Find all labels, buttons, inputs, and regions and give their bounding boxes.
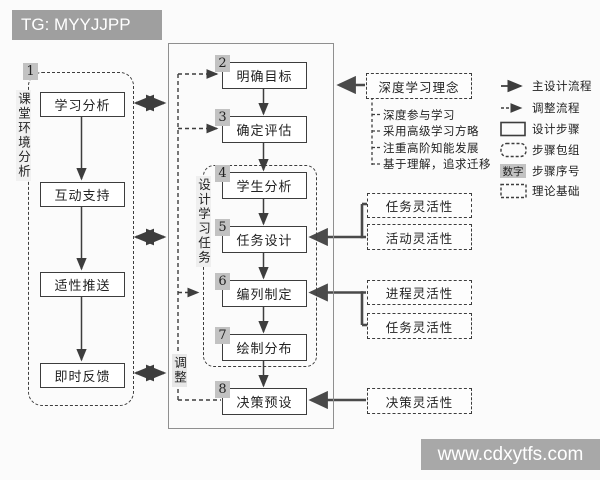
step-badge-1: 1: [23, 63, 38, 80]
step-badge-4: 4: [215, 165, 230, 182]
legend-main-flow-label: 主设计流程: [532, 79, 592, 93]
theory-item: 基于理解，追求迁移: [383, 157, 491, 171]
box-interaction-support: 互动支持: [40, 182, 125, 207]
flexibility-connectors: [308, 202, 367, 410]
box-draw-distribution: 绘制分布: [222, 334, 307, 361]
box-learning-analysis: 学习分析: [40, 92, 125, 117]
box-sequence-planning: 编列制定: [222, 280, 307, 307]
box-clarify-goals: 明确目标: [222, 62, 307, 89]
anno-task-flexibility-2: 任务灵活性: [367, 313, 472, 339]
legend-step-number-label: 步骤序号: [532, 164, 580, 178]
legend-icons: [500, 79, 527, 199]
dashed-rounded-rect-icon: [500, 142, 527, 158]
theory-item: 深度参与学习: [383, 108, 455, 122]
number-badge-icon: 数字: [500, 164, 526, 178]
classroom-env-group-label: 课堂环境分析: [16, 90, 31, 181]
classroom-env-group: [28, 72, 134, 406]
box-decision-presets: 决策预设: [222, 388, 307, 415]
step-badge-7: 7: [215, 327, 230, 344]
anno-task-flexibility-1: 任务灵活性: [367, 193, 472, 218]
step-badge-2: 2: [215, 55, 230, 72]
anno-activity-flexibility: 活动灵活性: [367, 224, 472, 250]
solid-rect-icon: [500, 121, 526, 137]
anno-decision-flexibility: 决策灵活性: [367, 388, 472, 414]
box-adaptive-push: 适性推送: [40, 272, 125, 297]
adjust-flow-dashed-path: [177, 69, 221, 401]
box-student-analysis: 学生分析: [222, 172, 307, 199]
step-badge-8: 8: [215, 381, 230, 398]
design-process-container: [168, 43, 334, 429]
theory-item: 采用高级学习方略: [383, 124, 479, 138]
legend-step-group-label: 步骤包组: [532, 143, 580, 157]
dashed-rect-icon: [500, 183, 527, 199]
step-badge-6: 6: [215, 273, 230, 290]
step-badge-5: 5: [215, 219, 230, 236]
bidirectional-link-arrows: [133, 94, 167, 382]
theory-item: 注重高阶知能发展: [383, 141, 479, 155]
title-bar: TG: MYYJJPP: [12, 10, 162, 40]
theory-connectors: [336, 75, 381, 165]
legend-design-step-label: 设计步骤: [532, 122, 580, 136]
box-task-design: 任务设计: [222, 226, 307, 253]
watermark: www.cdxytfs.com: [421, 439, 600, 470]
box-instant-feedback: 即时反馈: [40, 363, 125, 388]
legend-theory-basis-label: 理论基础: [532, 184, 580, 198]
theory-title-box: 深度学习理念: [366, 73, 472, 99]
box-define-assessment: 确定评估: [222, 116, 307, 143]
adjust-label: 调整: [172, 354, 187, 387]
learning-task-group-label: 设计学习任务: [196, 176, 211, 267]
legend-adjust-flow-label: 调整流程: [532, 101, 580, 115]
anno-process-flexibility: 进程灵活性: [367, 280, 472, 305]
step-badge-3: 3: [215, 109, 230, 126]
